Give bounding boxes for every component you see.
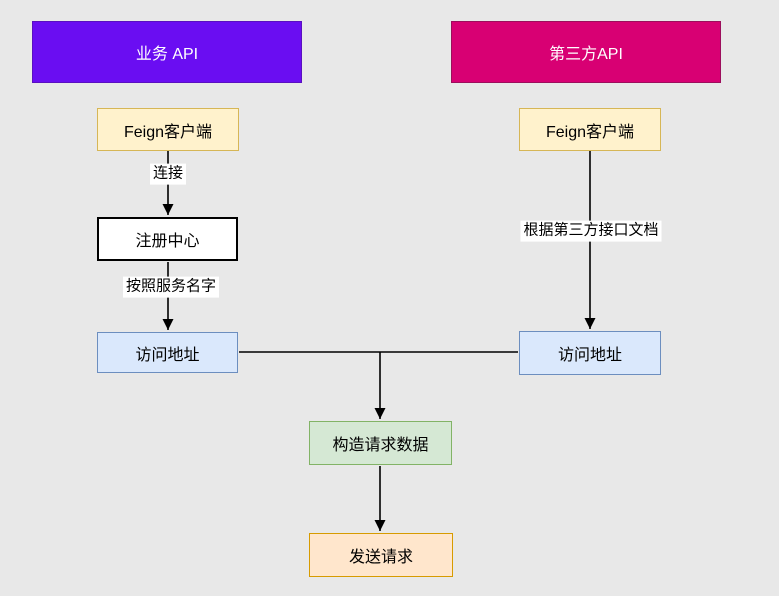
banner-business-api: 业务 API [32,21,302,83]
node-access-address-right-label: 访问地址 [557,347,622,364]
node-feign-client-right-label: Feign客户端 [545,123,635,141]
node-access-address-right: 访问地址 [519,331,661,375]
node-feign-client-right: Feign客户端 [519,108,661,151]
node-send-request: 发送请求 [309,533,453,577]
node-feign-client-left-label: Feign客户端 [123,123,213,141]
edge-label-connect: 连接 [149,163,187,185]
node-build-request-data-label: 构造请求数据 [332,437,429,454]
edge-label-by-service-name: 按照服务名字 [122,276,220,298]
node-registry-center-label: 注册中心 [135,233,200,250]
node-registry-center: 注册中心 [97,217,238,261]
node-feign-client-left: Feign客户端 [97,108,239,151]
node-build-request-data: 构造请求数据 [309,421,452,465]
edge-label-per-third-party-doc: 根据第三方接口文档 [520,220,662,242]
banner-third-party-api: 第三方API [451,21,721,83]
node-access-address-left: 访问地址 [97,332,238,373]
node-access-address-left-label: 访问地址 [135,346,200,364]
banner-third-party-api-label: 第三方API [549,46,623,63]
banner-business-api-label: 业务 API [135,46,199,63]
node-send-request-label: 发送请求 [348,549,413,566]
